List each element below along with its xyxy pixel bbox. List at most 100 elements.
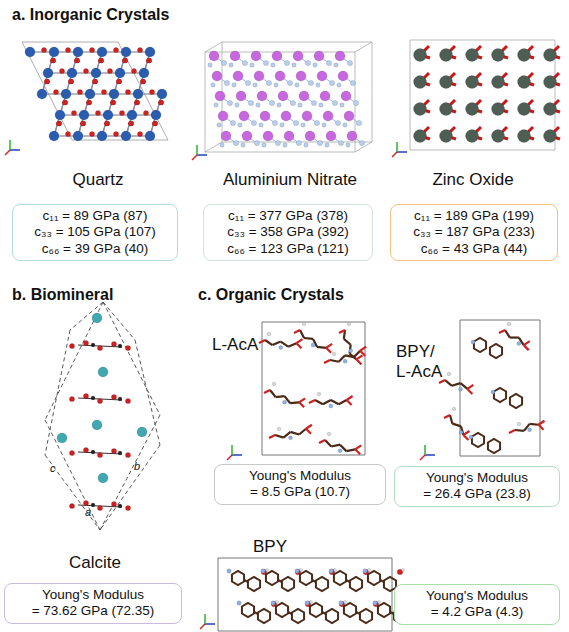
crystal-name: L-AcA (212, 335, 258, 355)
atom-dot (111, 501, 116, 506)
bond-line (539, 425, 544, 430)
atom-dot (65, 47, 70, 52)
atom-dot (233, 140, 238, 145)
atom-dot (269, 100, 274, 105)
bond-line (317, 346, 326, 349)
atom-dot (332, 352, 336, 356)
atom-dot (115, 68, 125, 78)
atom-dot (338, 140, 343, 145)
atom-dot (295, 83, 299, 87)
bond-line (204, 614, 206, 624)
atom-dot (266, 569, 269, 572)
bond-line (445, 380, 452, 386)
atom-dot (491, 390, 495, 394)
atom-dot (544, 103, 557, 116)
axis-glyph (392, 142, 407, 157)
atom-dot (104, 121, 109, 126)
atom-dot (544, 76, 557, 89)
atom-dot (466, 103, 479, 116)
atom-dot (302, 322, 306, 326)
atom-dot (326, 131, 336, 141)
atom-dot (118, 344, 122, 348)
atom-dot (98, 58, 103, 63)
atom-dot (278, 91, 288, 101)
cell-outline (510, 394, 522, 408)
bond-line (192, 155, 197, 160)
atom-dot (91, 396, 95, 400)
atom-dot (110, 100, 115, 105)
atom-dot (92, 420, 102, 430)
bond-line (452, 424, 461, 427)
atom-dot (157, 89, 167, 99)
atom-dot (97, 345, 102, 350)
atom-dot (116, 79, 121, 84)
atom-dot (274, 83, 278, 87)
value-text: = 4.2 GPa (4.3) (403, 604, 551, 620)
atom-dot (237, 601, 241, 605)
atom-dot (118, 451, 122, 455)
crystal-name: Quartz (72, 170, 123, 190)
bond-line (200, 624, 205, 629)
atom-dot (89, 131, 94, 136)
atom-dot (288, 436, 292, 440)
atom-dot (347, 131, 357, 141)
atom-dot (92, 313, 102, 323)
atom-dot (139, 68, 149, 78)
atom-dot (121, 47, 131, 57)
atom-dot (316, 83, 320, 87)
atom-dot (492, 76, 505, 89)
atom-dot (251, 51, 261, 61)
atom-dot (325, 143, 329, 147)
bond-line (510, 336, 519, 338)
atom-dot (314, 120, 319, 125)
atom-dot (440, 76, 453, 89)
cell-outline (460, 320, 540, 456)
atom-dot (275, 140, 280, 145)
atom-dot (329, 404, 333, 408)
atom-dot (322, 123, 326, 127)
bond-line (205, 623, 215, 625)
cell-outline (334, 571, 346, 585)
atom-dot (68, 79, 73, 84)
value-text: c₃₃ = 187 GPa (233) (399, 224, 549, 240)
atom-dot (113, 47, 118, 52)
atom-dot (212, 71, 222, 81)
atom-dot (44, 79, 49, 84)
atom-dot (56, 121, 61, 126)
atom-dot (103, 110, 113, 120)
atom-dot (97, 131, 107, 141)
atom-dot (127, 110, 137, 120)
value-text: Young's Modulus (403, 470, 551, 486)
atom-dot (73, 131, 83, 141)
bond-line (264, 390, 270, 393)
atom-dot (69, 450, 74, 455)
atom-dot (151, 110, 161, 120)
atom-dot (335, 120, 340, 125)
cell-outline (248, 577, 260, 591)
value-text: c₆₆ = 39 GPa (40) (21, 241, 169, 257)
atom-dot (62, 100, 67, 105)
atom-dot (86, 100, 91, 105)
value-text: c₁₁ = 89 GPa (87) (21, 208, 169, 224)
atom-dot (97, 505, 102, 510)
atom-dot (134, 100, 139, 105)
crystal-name: Aluminium Nitrate (223, 170, 357, 190)
bond-line (505, 330, 510, 338)
atom-dot (110, 100, 115, 105)
cell-outline (316, 577, 328, 591)
bond-line (70, 302, 103, 330)
atom-dot (221, 131, 231, 141)
atom-dot (261, 569, 265, 573)
atom-dot (447, 372, 451, 376)
atom-dot (97, 398, 102, 403)
bond-line (9, 140, 11, 150)
atom-dot (347, 60, 352, 65)
atom-dot (239, 111, 249, 121)
bond-line (299, 429, 306, 435)
atom-dot (528, 428, 532, 432)
section-heading: a. Inorganic Crystals (12, 6, 169, 24)
atom-dot (459, 430, 463, 434)
atom-dot (517, 342, 521, 346)
atom-dot (256, 103, 260, 107)
atom-dot (69, 343, 74, 348)
